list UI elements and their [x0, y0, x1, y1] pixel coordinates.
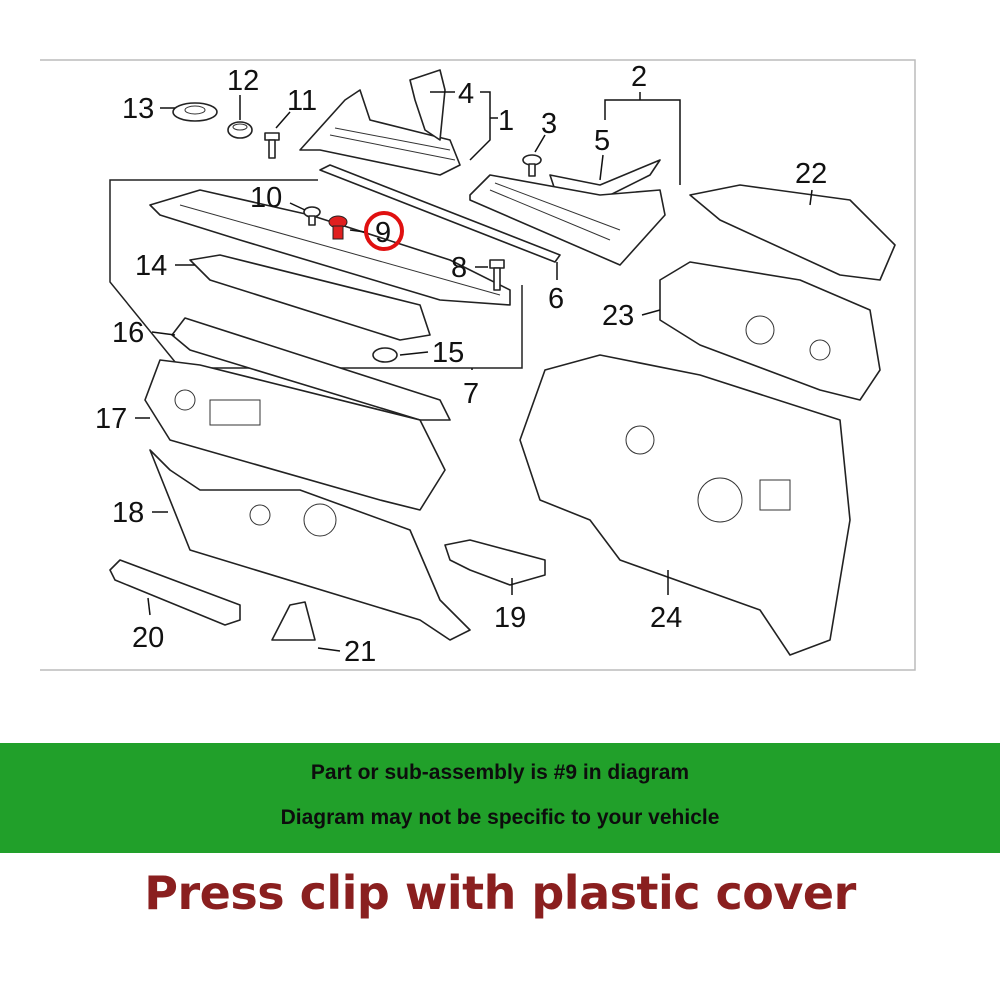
part-22-panel — [689, 184, 896, 281]
callout-13: 13 — [122, 93, 154, 125]
part-4-bracket — [409, 69, 446, 141]
banner-line-disclaimer: Diagram may not be specific to your vehi… — [280, 806, 720, 829]
part-14-reinforcement — [189, 254, 431, 341]
callout-6: 6 — [548, 283, 564, 315]
product-title: Press clip with plastic cover — [144, 866, 856, 920]
callout-3: 3 — [541, 108, 557, 140]
part-8-bolt — [489, 259, 505, 291]
part-2-cowl-vent-right — [469, 174, 666, 266]
callout-2: 2 — [631, 61, 647, 93]
callout-1: 1 — [498, 105, 514, 137]
part-13-grommet — [172, 102, 218, 122]
part-7-cowl-panel — [149, 189, 511, 306]
part-12-plug — [227, 121, 253, 139]
callout-12: 12 — [227, 65, 259, 97]
callout-14: 14 — [135, 250, 167, 282]
callout-10: 10 — [250, 182, 282, 214]
part-24-dash-panel — [519, 354, 851, 656]
callout-21: 21 — [344, 636, 376, 668]
callout-23: 23 — [602, 300, 634, 332]
callout-22: 22 — [795, 158, 827, 190]
callout-7: 7 — [463, 378, 479, 410]
leader-lines — [135, 91, 813, 652]
part-20-rail — [109, 559, 241, 626]
callout-20: 20 — [132, 622, 164, 654]
banner-line-part-number: Part or sub-assembly is #9 in diagram — [310, 761, 690, 784]
callout-8: 8 — [451, 252, 467, 284]
part-1-cowl-vent-left — [299, 89, 461, 176]
callout-19: 19 — [494, 602, 526, 634]
part-18-dash-lower — [149, 449, 471, 641]
callout-4: 4 — [458, 78, 474, 110]
part-9-press-clip — [328, 215, 348, 240]
callout-17: 17 — [95, 403, 127, 435]
part-21-cap — [271, 601, 316, 641]
callout-16: 16 — [112, 317, 144, 349]
callout-9: 9 — [375, 217, 391, 249]
callout-18: 18 — [112, 497, 144, 529]
assembly-bracket-7 — [109, 179, 523, 369]
part-17-dash-upper — [144, 359, 446, 511]
callout-labels: 1 2 3 4 5 6 7 8 9 10 11 12 13 14 15 16 1… — [95, 61, 827, 668]
part-3-clip — [522, 154, 542, 177]
part-15-grommet — [372, 347, 398, 363]
callout-5: 5 — [594, 125, 610, 157]
diagram-frame — [40, 59, 916, 671]
part-10-clip — [303, 206, 321, 226]
part-11-bolt — [264, 132, 280, 159]
part-16-panel — [171, 317, 451, 421]
part-19-bracket — [444, 539, 546, 586]
callout-11: 11 — [287, 85, 317, 117]
part-23-insulator — [659, 261, 881, 401]
highlight-circle-9 — [364, 211, 404, 251]
part-6-seal-strip — [319, 164, 561, 263]
parts-diagram: 1 2 3 4 5 6 7 8 9 10 11 12 13 14 15 16 1… — [40, 59, 916, 671]
callout-24: 24 — [650, 602, 682, 634]
callout-15: 15 — [432, 337, 464, 369]
info-banner: Part or sub-assembly is #9 in diagram Di… — [0, 743, 1000, 853]
